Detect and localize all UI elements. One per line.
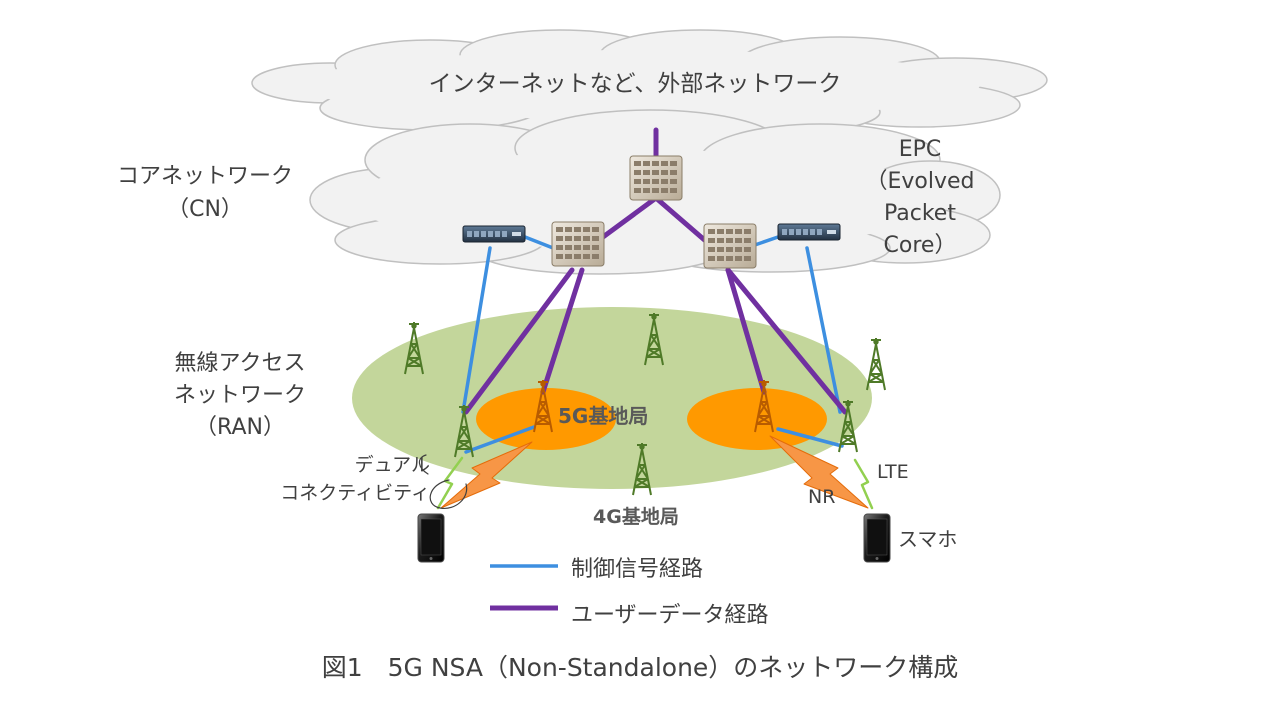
epc-label: EPC （Evolved Packet Core） <box>845 134 995 262</box>
4g-tower-icon <box>866 337 886 391</box>
nr-label: NR <box>808 486 836 508</box>
smartphone-icon <box>863 513 891 563</box>
epc-label-line1: EPC <box>898 137 942 162</box>
dual-connectivity-line2: コネクティビティ <box>280 482 430 504</box>
5g-station-label: 5G基地局 <box>558 404 649 428</box>
ran-label-line1: 無線アクセス <box>174 351 306 376</box>
4g-station-label: 4G基地局 <box>593 506 679 528</box>
epc-server-left <box>462 225 526 243</box>
epc-label-line2: （Evolved <box>865 169 975 194</box>
legend-userdata-label: ユーザーデータ経路 <box>571 603 769 628</box>
legend-control-label: 制御信号経路 <box>571 557 704 582</box>
smartphone-icon <box>417 513 445 563</box>
internet-label: インターネットなど、外部ネットワーク <box>428 71 842 97</box>
epc-label-line4: Core） <box>883 233 957 258</box>
smartphone-label: スマホ <box>898 527 958 551</box>
epc-gateway-router <box>629 155 683 201</box>
core-network-label: コアネットワーク （CN） <box>100 160 310 226</box>
user-data-paths <box>463 127 848 415</box>
ran-label: 無線アクセス ネットワーク （RAN） <box>150 348 330 444</box>
epc-router-left <box>551 221 605 267</box>
ran-label-line2: ネットワーク <box>173 383 306 408</box>
core-network-label-line1: コアネットワーク <box>116 164 293 189</box>
dual-connectivity-line1: デュアル <box>354 454 430 476</box>
lte-label: LTE <box>877 461 909 483</box>
core-network-label-line2: （CN） <box>167 197 243 222</box>
ran-label-line3: （RAN） <box>195 415 285 440</box>
figure-caption: 図1 5G NSA（Non-Standalone）のネットワーク構成 <box>321 653 959 682</box>
epc-label-line3: Packet <box>884 201 956 226</box>
radio-links <box>418 435 874 510</box>
epc-server-right <box>777 223 841 241</box>
dual-connectivity-label: デュアル コネクティビティ <box>255 451 430 507</box>
epc-router-right <box>703 223 757 269</box>
